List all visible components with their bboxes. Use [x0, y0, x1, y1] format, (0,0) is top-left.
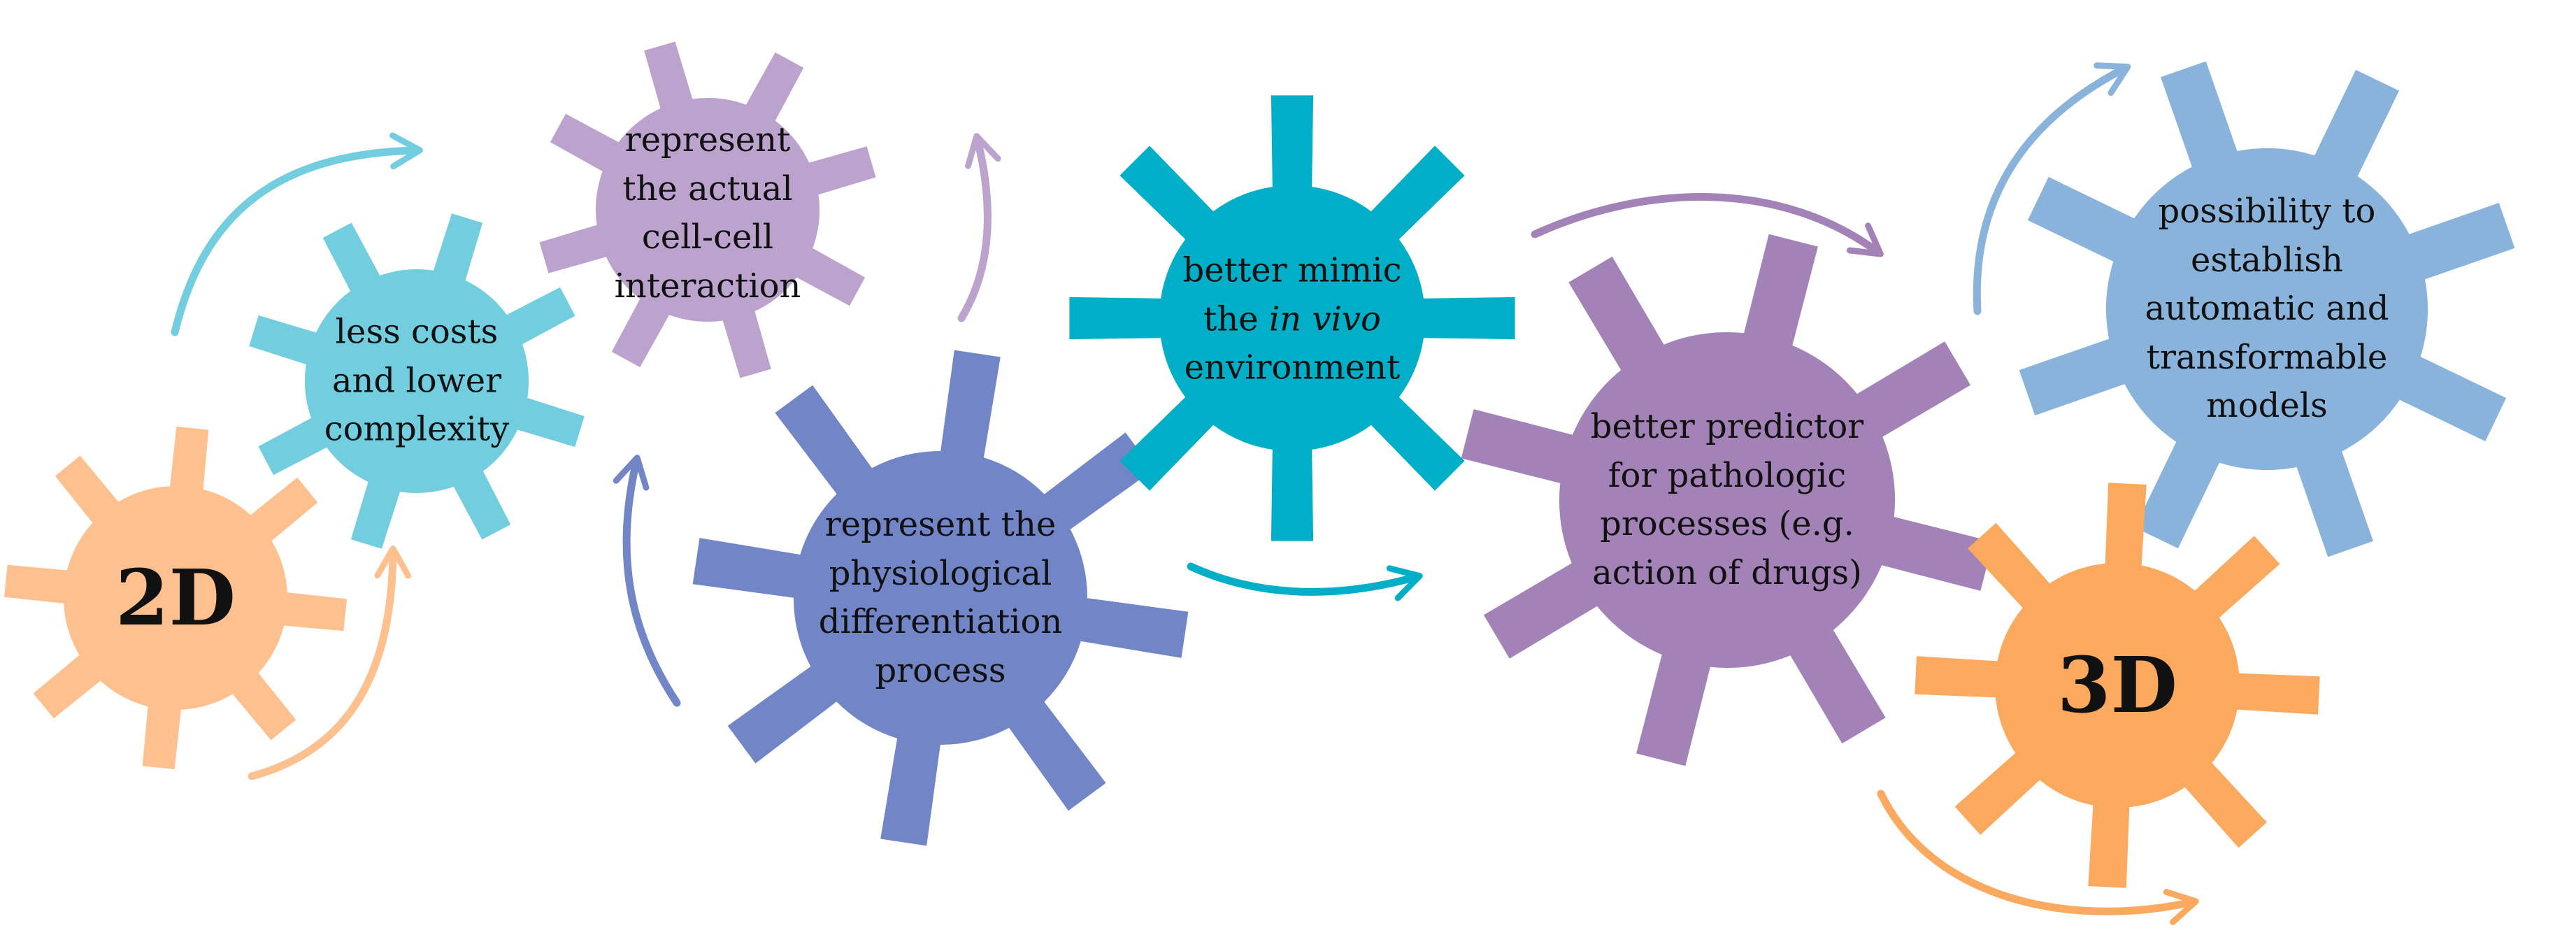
- gear-2d-shape: [4, 427, 347, 769]
- gear-label-line: better predictor: [1590, 406, 1864, 446]
- gear-3d-shape: [1915, 483, 2320, 888]
- gear-predictor-shape: [1461, 234, 1994, 766]
- gear-label-line: 3D: [2057, 640, 2177, 730]
- gear-label-line: and lower: [331, 361, 502, 401]
- gear-less-costs-shape: [249, 213, 585, 549]
- gear-cell-interaction-shape: [539, 41, 876, 378]
- gear-3d-label: 3D: [2057, 647, 2177, 724]
- arrow-less-costs-to-cell-interaction: [171, 132, 423, 336]
- gear-label-line: 2D: [115, 552, 236, 643]
- gear-automatic-models-label: possibility to establish automatic and t…: [2145, 187, 2389, 431]
- arrow-differentiation-up: [613, 455, 681, 707]
- gear-label-line: differentiation: [818, 602, 1063, 641]
- gear-differentiation-shape: [692, 350, 1189, 846]
- gear-label-line: the actual: [622, 169, 793, 208]
- gear-label-line: processes (e.g.: [1600, 504, 1854, 543]
- gear-automatic-models-shape: [2019, 61, 2515, 557]
- gear-label-line: better mimic: [1182, 250, 1402, 290]
- gear-predictor-label: better predictor for pathologic processe…: [1591, 403, 1864, 597]
- gear-label-line: cell-cell: [641, 217, 774, 257]
- gear-label-line: less costs: [335, 312, 499, 352]
- gear-in-vivo-label: better mimic the in vivo environment: [1183, 247, 1402, 393]
- gear-label-line: interaction: [614, 266, 801, 306]
- gear-label-line: complexity: [324, 409, 510, 449]
- gear-label-line: physiological: [829, 553, 1052, 593]
- gear-label-line: action of drugs): [1592, 552, 1862, 592]
- gear-label-line: represent the: [824, 504, 1057, 544]
- arrow-3d-up: [1973, 62, 2131, 315]
- gear-label-line: models: [2206, 386, 2328, 426]
- gear-label-line: the in vivo: [1203, 299, 1381, 339]
- gear-2d-label: 2D: [115, 559, 236, 636]
- arrow-2d-to-less-costs: [248, 545, 412, 780]
- arrow-3d-right: [1877, 790, 2199, 925]
- gear-label-line: establish: [2191, 240, 2343, 280]
- gear-label-line: automatic and: [2145, 289, 2389, 329]
- gear-differentiation-label: represent the physiological differentiat…: [819, 501, 1063, 695]
- gear-label-line: represent: [624, 120, 791, 159]
- gear-less-costs-label: less costs and lower complexity: [324, 308, 510, 455]
- arrow-in-vivo-right: [1187, 562, 1423, 601]
- gear-label-line: possibility to: [2158, 192, 2376, 231]
- gear-label-line: transformable: [2146, 337, 2388, 377]
- arrow-in-vivo-to-predictor: [1531, 193, 1884, 257]
- arrow-cell-interaction-up: [957, 133, 1001, 322]
- gear-label-line: process: [875, 650, 1006, 690]
- gear-label-line: for pathologic: [1608, 455, 1847, 495]
- gear-label-line: environment: [1184, 348, 1401, 387]
- gear-cell-interaction-label: represent the actual cell-cell interacti…: [615, 116, 801, 311]
- gear-in-vivo-shape: [1069, 95, 1515, 541]
